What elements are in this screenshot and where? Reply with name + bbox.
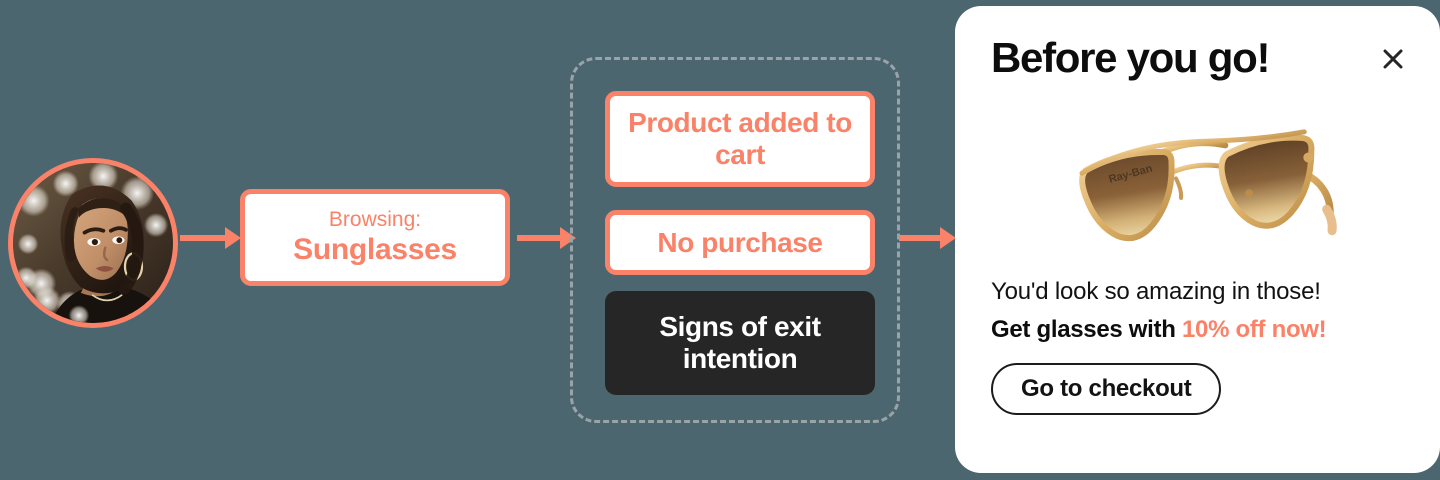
- shopper-avatar: [8, 158, 178, 328]
- signal-signs-of-exit-intention: Signs of exit intention: [605, 291, 875, 395]
- arrow-avatar-to-browsing: [180, 235, 226, 241]
- popup-offer-accent: 10% off now!: [1181, 315, 1327, 343]
- avatar-photo: [13, 163, 173, 323]
- popup-header: Before you go!: [991, 34, 1404, 81]
- go-to-checkout-button[interactable]: Go to checkout: [991, 362, 1222, 415]
- signal-no-purchase: No purchase: [605, 210, 875, 275]
- browsing-category: Sunglasses: [293, 232, 457, 266]
- close-icon[interactable]: [1378, 44, 1408, 74]
- popup-offer-prefix: Get glasses with: [991, 315, 1182, 343]
- signal-product-added-to-cart: Product added to cart: [605, 91, 875, 187]
- popup-message-line-1: You'd look so amazing in those!: [991, 278, 1321, 306]
- arrow-signals-to-popup: [899, 235, 941, 241]
- browsing-status-card: Browsing: Sunglasses: [240, 189, 510, 286]
- product-image-sunglasses: Ray-Ban: [991, 92, 1404, 262]
- arrow-browsing-to-signals: [517, 235, 561, 241]
- browsing-label: Browsing:: [328, 207, 422, 231]
- popup-title: Before you go!: [991, 34, 1270, 81]
- exit-intent-popup: Before you go!: [955, 6, 1440, 473]
- popup-message-line-2: Get glasses with 10% off now!: [991, 316, 1404, 345]
- behavior-signals-group: Product added to cart No purchase Signs …: [570, 57, 900, 423]
